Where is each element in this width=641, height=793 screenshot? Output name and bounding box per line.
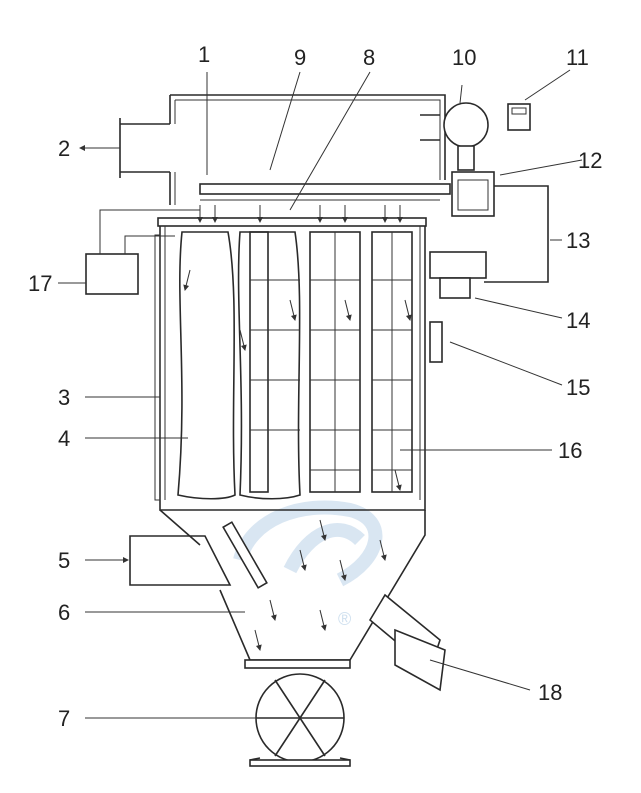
solenoid-valve bbox=[429, 251, 487, 299]
pulse-valve bbox=[451, 171, 495, 217]
blowpipe-header bbox=[157, 183, 451, 227]
label-7: 7 bbox=[58, 706, 70, 731]
hopper-vibrator bbox=[368, 593, 446, 692]
controller-box bbox=[507, 103, 531, 131]
pressure-gauge bbox=[429, 321, 443, 363]
label-8: 8 bbox=[363, 45, 375, 70]
filter-housing bbox=[154, 226, 426, 511]
label-13: 13 bbox=[566, 228, 590, 253]
label-3: 3 bbox=[58, 385, 70, 410]
label-9: 9 bbox=[294, 45, 306, 70]
label-6: 6 bbox=[58, 600, 70, 625]
air-reservoir bbox=[420, 102, 489, 171]
part-labels: 1 2 3 4 5 6 7 8 9 10 11 12 13 14 15 16 1… bbox=[28, 42, 602, 731]
airflow-arrows bbox=[183, 205, 412, 651]
label-11: 11 bbox=[566, 45, 589, 70]
rotary-airlock bbox=[249, 673, 351, 767]
control-panel bbox=[85, 209, 200, 295]
registered-mark: ® bbox=[338, 609, 351, 629]
label-12: 12 bbox=[578, 148, 602, 173]
label-16: 16 bbox=[558, 438, 582, 463]
watermark-logo: ® bbox=[233, 500, 383, 629]
hopper bbox=[159, 509, 426, 669]
clean-gas-outlet bbox=[79, 118, 170, 178]
label-5: 5 bbox=[58, 548, 70, 573]
label-15: 15 bbox=[566, 375, 590, 400]
dirty-gas-inlet bbox=[85, 521, 268, 589]
clean-air-plenum bbox=[169, 94, 446, 205]
label-17: 17 bbox=[28, 271, 52, 296]
air-line bbox=[484, 185, 549, 283]
cage-grid bbox=[250, 232, 412, 492]
label-14: 14 bbox=[566, 308, 590, 333]
label-18: 18 bbox=[538, 680, 562, 705]
filter-bags bbox=[177, 231, 413, 500]
label-4: 4 bbox=[58, 426, 70, 451]
leader-lines bbox=[58, 69, 583, 719]
label-10: 10 bbox=[452, 45, 476, 70]
label-1: 1 bbox=[198, 42, 210, 67]
label-2: 2 bbox=[58, 136, 70, 161]
